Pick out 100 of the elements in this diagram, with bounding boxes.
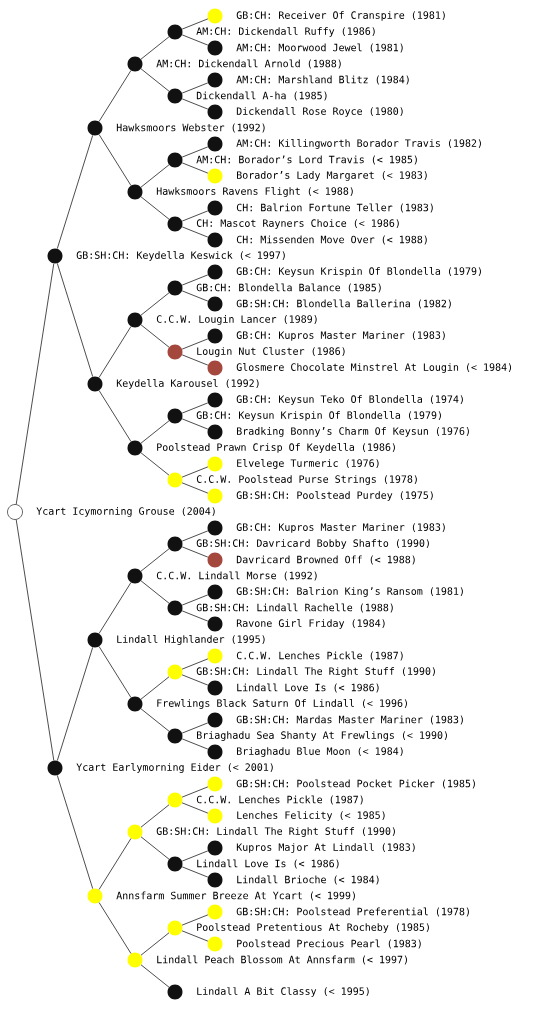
connector-line (140, 708, 170, 732)
connector-line (98, 582, 132, 634)
pedigree-circle (127, 440, 143, 456)
pedigree-circle (127, 952, 143, 968)
name-label: C.C.W. Poolstead Purse Strings (1978) (196, 475, 417, 485)
name-label: GB:CH: Kupros Master Mariner (1983) (236, 331, 445, 341)
pedigree-circle (87, 120, 103, 136)
connector-line (181, 162, 209, 174)
connector-line (140, 452, 170, 476)
name-label: Elvelege Turmeric (1976) (237, 459, 379, 469)
name-label: Dickendall A-ha (1985) (196, 91, 327, 101)
connector-line (140, 68, 170, 92)
connector-line (181, 850, 209, 862)
connector-line (181, 82, 209, 94)
connector-line (181, 658, 209, 670)
pedigree-circle (87, 632, 103, 648)
name-label: Lindall Highlander (1995) (117, 635, 265, 645)
connector-line (140, 548, 170, 572)
name-label: AM:CH: Borador’s Lord Travis (< 1985) (196, 155, 417, 165)
connector-line (98, 902, 132, 954)
pedigree-circle (167, 408, 183, 424)
name-label: Lindall Peach Blossom At Annsfarm (< 1997) (157, 955, 407, 965)
name-label: GB:SH:CH: Lindall Rachelle (1988) (196, 603, 393, 613)
pedigree-circle (127, 312, 143, 328)
name-label: Ravone Girl Friday (1984) (236, 619, 385, 629)
connector-line (140, 580, 170, 604)
name-label: GB:CH: Blondella Balance (1985) (196, 283, 381, 293)
pedigree-circle (167, 216, 183, 232)
pedigree-circle (167, 88, 183, 104)
name-label: C.C.W. Lenches Pickle (1987) (196, 795, 363, 805)
name-label: Lindall A Bit Classy (< 1995) (197, 987, 369, 997)
connector-line (56, 135, 94, 249)
connector-line (98, 134, 132, 186)
pedigree-circle (167, 24, 183, 40)
connector-line (181, 226, 209, 238)
connector-line (56, 775, 94, 889)
name-label: Lenches Felicity (< 1985) (237, 811, 385, 821)
connector-line (181, 674, 209, 686)
connector-line (140, 676, 170, 700)
connector-line (181, 354, 209, 366)
pedigree-circle (167, 856, 183, 872)
pedigree-circle (47, 248, 63, 264)
pedigree-circle (167, 792, 183, 808)
connector-line (15, 263, 55, 505)
pedigree-circle (7, 504, 23, 520)
connector-line (181, 466, 209, 478)
name-label: GB:CH: Kupros Master Mariner (1983) (236, 523, 445, 533)
connector-line (140, 36, 170, 60)
name-label: Poolstead Pretentious At Rocheby (1985) (197, 923, 429, 933)
name-label: GB:SH:CH: Balrion King’s Ransom (1981) (236, 587, 463, 597)
connector-line (140, 964, 170, 988)
name-label: Glosmere Chocolate Minstrel At Lougin (< 1984) (236, 363, 512, 373)
name-label: CH: Mascot Rayners Choice (< 1986) (196, 219, 399, 229)
connector-line (181, 866, 209, 878)
connector-line (140, 836, 170, 860)
connector-line (181, 914, 209, 926)
connector-line (181, 482, 209, 494)
connector-line (181, 402, 209, 414)
connector-line (140, 164, 170, 188)
name-label: C.C.W. Lenches Pickle (1987) (236, 651, 403, 661)
pedigree-circle (167, 280, 183, 296)
name-label: Borador’s Lady Margaret (< 1983) (237, 171, 427, 181)
name-label: AM:CH: Dickendall Arnold (1988) (156, 59, 341, 69)
connector-line (181, 930, 209, 942)
name-label: Dickendall Rose Royce (1980) (236, 107, 403, 117)
name-label: Lindall Brioche (< 1984) (237, 875, 379, 885)
name-label: GB:CH: Keysun Krispin Of Blondella (1979) (236, 267, 481, 277)
name-label: C.C.W. Lougin Lancer (1989) (156, 315, 317, 325)
connector-line (98, 838, 132, 890)
connector-line (140, 324, 170, 348)
name-label: GB:SH:CH: Poolstead Pocket Picker (1985) (236, 779, 475, 789)
pedigree-circle (127, 568, 143, 584)
name-label: GB:SH:CH: Poolstead Preferential (1978) (236, 907, 469, 917)
name-label: Lindall Love Is (< 1986) (237, 683, 379, 693)
connector-line (181, 546, 209, 558)
connector-line (181, 610, 209, 622)
name-label: GB:CH: Receiver Of Cranspire (1981) (236, 11, 445, 21)
connector-line (56, 263, 94, 377)
connector-line (181, 18, 209, 30)
name-label: Annsfarm Summer Breeze At Ycart (< 1999) (116, 891, 355, 901)
connector-line (140, 932, 170, 956)
pedigree-circle (127, 824, 143, 840)
connector-line (15, 519, 55, 761)
connector-line (98, 390, 132, 442)
connector-line (181, 594, 209, 606)
name-label: Ycart Earlymorning Eider (< 2001) (76, 763, 273, 773)
pedigree-circle (167, 536, 183, 552)
name-label: Bradking Bonny’s Charm Of Keysun (1976) (237, 427, 469, 437)
connector-line (181, 786, 209, 798)
connector-line (98, 646, 132, 698)
connector-line (181, 722, 209, 734)
name-label: Briaghadu Blue Moon (< 1984) (237, 747, 403, 757)
name-label: CH: Balrion Fortune Teller (1983) (236, 203, 433, 213)
pedigree-circle (167, 728, 183, 744)
name-label: AM:CH: Marshland Blitz (1984) (236, 75, 409, 85)
connector-line (181, 34, 209, 46)
pedigree-circle (87, 376, 103, 392)
pedigree-circle (167, 600, 183, 616)
name-label: GB:SH:CH: Mardas Master Mariner (1983) (236, 715, 463, 725)
name-label: GB:SH:CH: Lindall The Right Stuff (1990) (196, 667, 435, 677)
